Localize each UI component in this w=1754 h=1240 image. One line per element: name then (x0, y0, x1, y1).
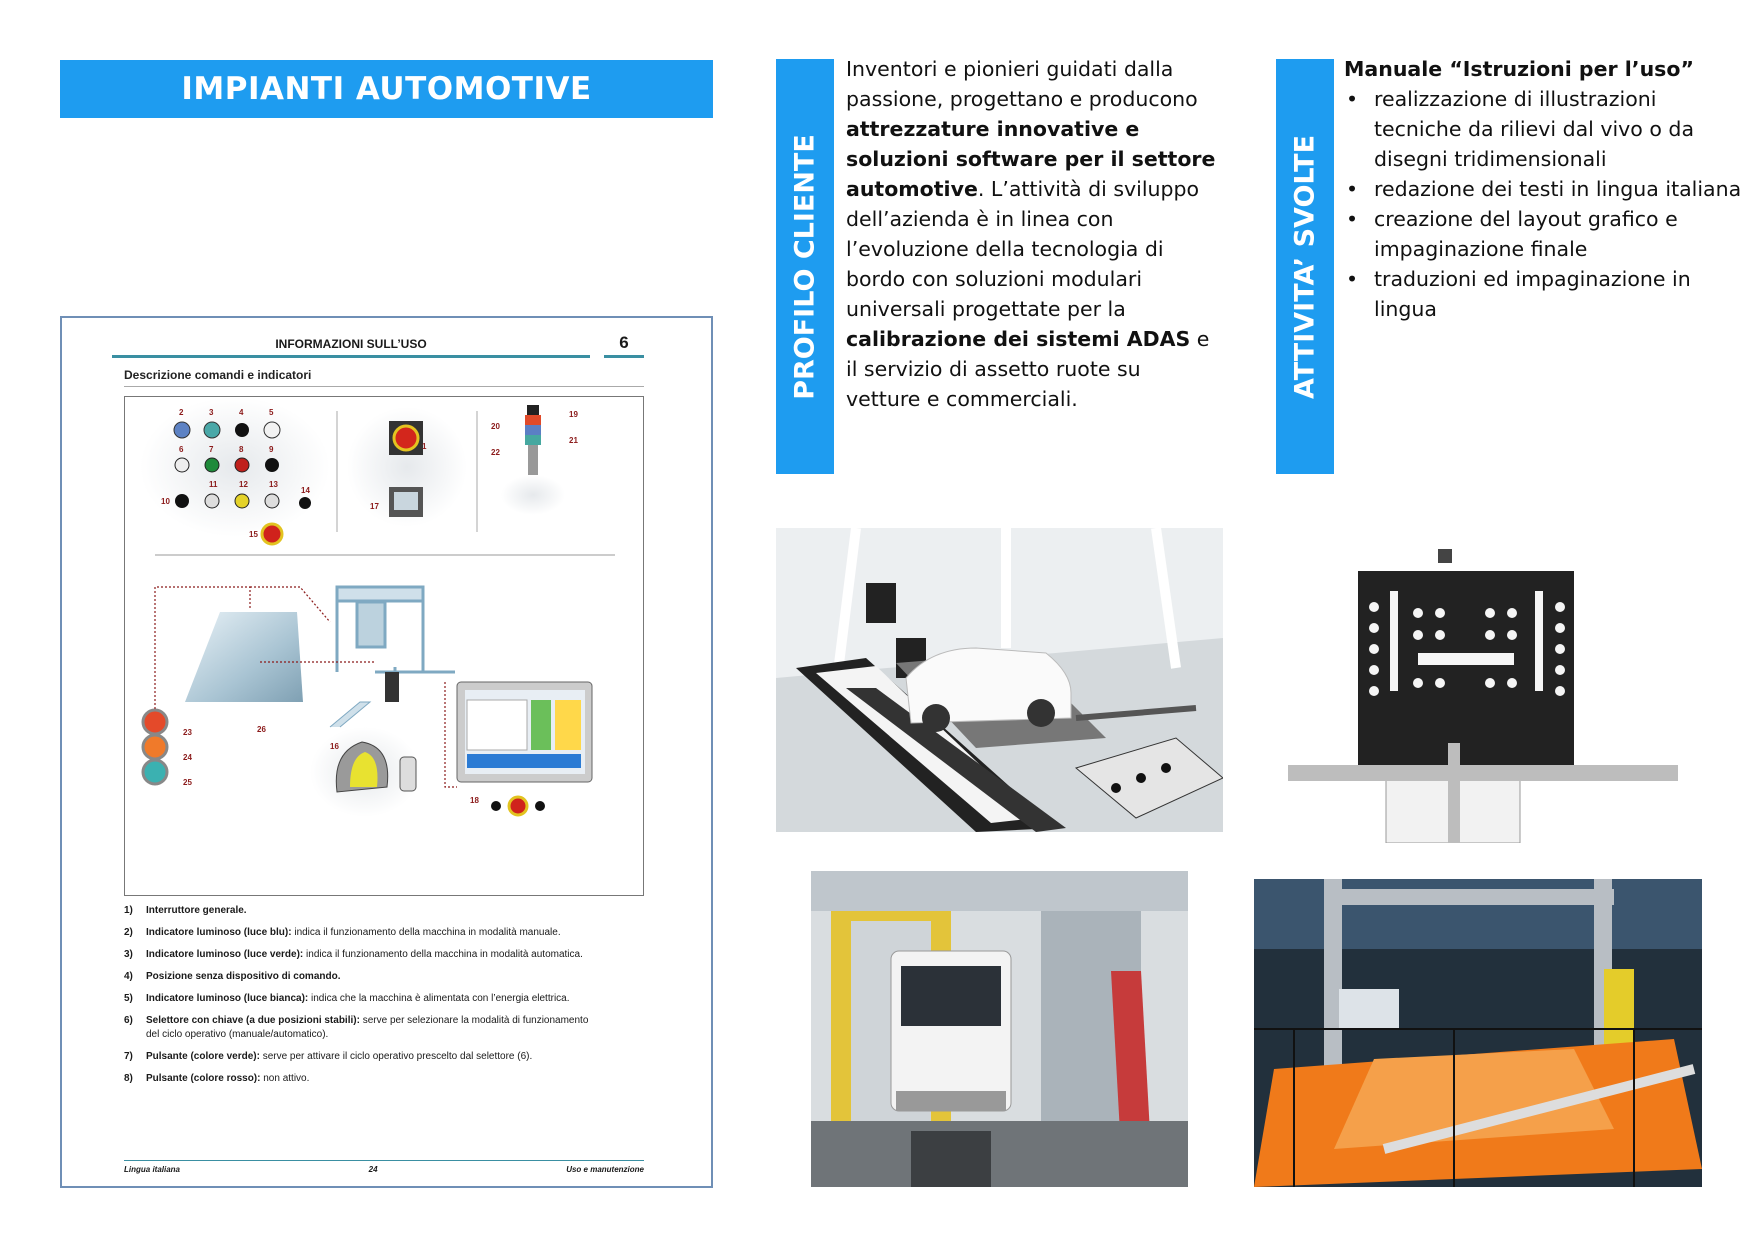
list-item: 8)Pulsante (colore rosso): non attivo. (124, 1073, 310, 1084)
callout-label: 11 (209, 480, 218, 489)
callout-label: 13 (269, 480, 278, 489)
list-item: 1)Interruttore generale. (124, 905, 247, 916)
indicator-lamps (173, 421, 311, 546)
list-item: redazione dei testi in lingua italiana (1344, 174, 1744, 204)
profilo-cliente-label: PROFILO CLIENTE (789, 133, 821, 400)
callout-label: 18 (470, 796, 479, 805)
attivita-svolte-label: ATTIVITA’ SVOLTE (1289, 134, 1321, 399)
profilo-cliente-label-bar: PROFILO CLIENTE (776, 59, 834, 474)
section-title: IMPIANTI AUTOMOTIVE (181, 71, 592, 107)
footer-page-number: 24 (368, 1165, 378, 1174)
photo-orange-station (1254, 879, 1702, 1187)
list-item: 3)Indicatore luminoso (luce verde): indi… (124, 949, 583, 960)
callout-label: 25 (183, 778, 192, 787)
footer-language: Lingua italiana (124, 1165, 181, 1174)
callout-label: 12 (239, 480, 248, 489)
callout-label: 19 (569, 410, 578, 419)
attivita-svolte-label-bar: ATTIVITA’ SVOLTE (1276, 59, 1334, 474)
callout-label: 15 (249, 530, 258, 539)
list-item: 5)Indicatore luminoso (luce bianca): ind… (124, 993, 570, 1004)
list-item: 7)Pulsante (colore verde): serve per att… (124, 1051, 533, 1062)
callout-label: 3 (209, 408, 214, 417)
manual-footer: Lingua italiana 24 Uso e manutenzione (124, 1160, 644, 1174)
attivita-svolte-block: Manuale “Istruzioni per l’uso” realizzaz… (1344, 54, 1744, 324)
lamp-teal (141, 758, 169, 786)
callout-label: 24 (183, 753, 192, 762)
signal-tower (501, 405, 565, 515)
callout-label: 23 (183, 728, 192, 737)
callout-label: 14 (301, 486, 310, 495)
callout-label: 21 (569, 436, 578, 445)
manual-header-title: INFORMAZIONI SULL’USO (112, 330, 590, 358)
callout-label: 9 (269, 445, 274, 454)
profilo-cliente-text: Inventori e pionieri guidati dalla passi… (846, 57, 1216, 411)
callout-label: 10 (161, 497, 170, 506)
callout-label: 7 (209, 445, 214, 454)
remote-control (399, 756, 417, 792)
callout-label: 4 (239, 408, 244, 417)
attivita-title: Manuale “Istruzioni per l’uso” (1344, 57, 1694, 81)
list-item: 6)Selettore con chiave (a due posizioni … (124, 1015, 589, 1040)
callout-label: 16 (330, 742, 339, 751)
section-banner: IMPIANTI AUTOMOTIVE (60, 60, 713, 118)
manual-header: INFORMAZIONI SULL’USO 6 (112, 330, 644, 358)
callout-label: 8 (239, 445, 244, 454)
list-item: traduzioni ed impaginazione in lingua (1344, 264, 1744, 324)
leader-lines (154, 586, 457, 788)
bench (329, 701, 372, 728)
manual-page-sample: INFORMAZIONI SULL’USO 6 Descrizione coma… (60, 316, 713, 1188)
lamp-red (141, 708, 169, 736)
callout-label: 1 (422, 442, 427, 451)
callout-label: 22 (491, 448, 500, 457)
glass-panel (185, 612, 303, 702)
manual-subtitle: Descrizione comandi e indicatori (124, 368, 644, 387)
control-post (385, 672, 399, 702)
manual-item-list: 1)Interruttore generale. 2)Indicatore lu… (124, 904, 604, 1094)
callout-label: 26 (257, 725, 266, 734)
panel-shadow (347, 407, 467, 527)
list-item: realizzazione di illustrazioni tecniche … (1344, 84, 1744, 174)
callout-label: 6 (179, 445, 184, 454)
photo-target-board (1278, 543, 1682, 843)
callout-label: 2 (179, 408, 184, 417)
photo-bus-station (811, 871, 1188, 1187)
manual-chapter-number: 6 (604, 330, 644, 358)
list-item: 4)Posizione senza dispositivo di comando… (124, 971, 341, 982)
attivita-bullet-list: realizzazione di illustrazioni tecniche … (1344, 84, 1744, 324)
list-item: creazione del layout grafico e impaginaz… (1344, 204, 1744, 264)
technical-illustration: 1 2 3 4 5 6 7 8 9 10 11 12 13 14 15 16 1… (124, 396, 644, 896)
lamp-orange (141, 733, 169, 761)
photo-car-calibration (776, 528, 1223, 832)
callout-label: 20 (491, 422, 500, 431)
callout-label: 5 (269, 408, 274, 417)
footer-manual-type: Uso e manutenzione (566, 1165, 644, 1174)
list-item: 2)Indicatore luminoso (luce blu): indica… (124, 927, 561, 938)
callout-label: 17 (370, 502, 379, 511)
